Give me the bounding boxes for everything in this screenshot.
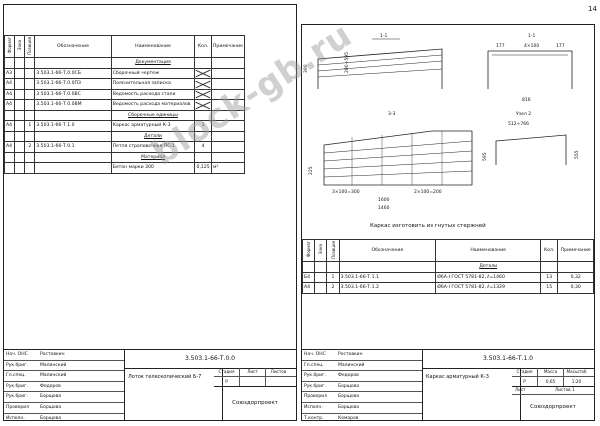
svg-text:390: 390	[303, 64, 309, 73]
role-row: Рук.бриг.Федоров	[4, 382, 124, 393]
svg-text:1600: 1600	[378, 197, 390, 203]
col-designation-header: Обозначение	[338, 239, 437, 262]
table-row: Материал	[3, 151, 246, 163]
node-2-outline	[495, 134, 567, 165]
section-1-outline	[317, 48, 443, 89]
col-zone-header: Зона	[314, 239, 328, 262]
crossed-cell	[194, 99, 212, 111]
drawing-code: 3.503.1-66-Т.1.0	[422, 350, 594, 369]
role-row: Гл.спец.Малинский	[302, 361, 422, 372]
svg-text:225: 225	[308, 166, 314, 175]
col-qty-header: Кол.	[540, 239, 559, 262]
svg-text:177: 177	[496, 43, 505, 49]
right-spec-table: Формат Зона Позиция Обозначение Наименов…	[301, 239, 594, 294]
svg-text:3×100=300: 3×100=300	[332, 189, 360, 195]
reinforcement-drawings: 1-1 390 280÷595 1-1 177 4×100 177 816 3-…	[303, 33, 580, 229]
svg-text:280÷595: 280÷595	[344, 52, 350, 73]
col-format-header: Формат	[301, 239, 316, 262]
role-row: Исполн.Борщова	[302, 403, 422, 414]
node-2-label: Узел 2	[516, 111, 531, 117]
svg-text:1460: 1460	[378, 205, 390, 211]
svg-text:816: 816	[522, 97, 531, 103]
organization: Союздорпроект	[530, 404, 576, 410]
col-note-header: Примечание	[557, 239, 594, 262]
crossed-cell	[194, 67, 212, 79]
col-pos-header: Позиция	[326, 239, 340, 262]
col-name-header: Наименование	[110, 35, 196, 58]
page-number: 14	[588, 5, 597, 13]
left-spec-table: Формат Зона Позиция Обозначение Наименов…	[3, 35, 246, 174]
col-name-header: Наименование	[435, 239, 542, 262]
role-row: Рук.бриг.Малинский	[4, 361, 124, 372]
drawing-note: Каркас изготовить из гнутых стержней	[370, 222, 486, 229]
section-3-label: 3-3	[388, 111, 395, 117]
svg-text:555: 555	[574, 150, 580, 159]
organization: Союздорпроект	[232, 400, 278, 406]
col-format-header: Формат	[3, 35, 16, 58]
role-row: Рук.бриг.Борщова	[4, 392, 124, 403]
svg-text:4×100: 4×100	[524, 43, 539, 49]
product-name: Лоток телескопический Б-7	[124, 368, 223, 420]
svg-text:2×100=200: 2×100=200	[414, 189, 442, 195]
col-zone-header: Зона	[14, 35, 26, 58]
col-pos-header: Позиция	[24, 35, 36, 58]
col-qty-header: Кол.	[194, 35, 212, 58]
stage-block: Стадия Масса Масштаб Р 0,65 1:20	[512, 368, 594, 387]
crossed-cell	[194, 78, 212, 90]
col-note-header: Примечание	[210, 35, 246, 58]
role-row: Рук.бриг.Федоров	[302, 371, 422, 382]
table-row: Сборочные единицы	[3, 109, 246, 121]
col-designation-header: Обозначение	[34, 35, 112, 58]
table-row: Документация	[3, 57, 246, 69]
svg-text:512÷766: 512÷766	[508, 121, 529, 127]
role-row: Рук.бриг.Борщова	[302, 382, 422, 393]
right-sheet: 1-1 390 280÷595 1-1 177 4×100 177 816 3-…	[301, 24, 595, 421]
table-row: Детали	[3, 130, 246, 142]
section-3-outline	[323, 130, 473, 186]
sheet-row: Лист Листов 1	[512, 386, 594, 395]
svg-text:595: 595	[482, 152, 488, 161]
stage-block: Стадия Лист Листов Р	[214, 368, 296, 387]
role-row: Гл.спец.Малинский	[4, 371, 124, 382]
table-row: Детали	[301, 261, 594, 273]
section-end-outline	[487, 50, 573, 89]
role-row: Исполн.Борщова	[6, 415, 62, 421]
section-1-label: 1-1	[380, 33, 387, 39]
left-sheet: Формат Зона Позиция Обозначение Наименов…	[3, 4, 297, 421]
role-row: Т.контр.Комаров	[304, 415, 359, 421]
section-1-2-label: 1-1	[528, 33, 535, 39]
drawing-code: 3.503.1-66-Т.0.0	[124, 350, 296, 369]
crossed-cell	[194, 88, 212, 100]
product-name: Каркас арматурный К-3	[422, 368, 521, 420]
svg-text:177: 177	[556, 43, 565, 49]
